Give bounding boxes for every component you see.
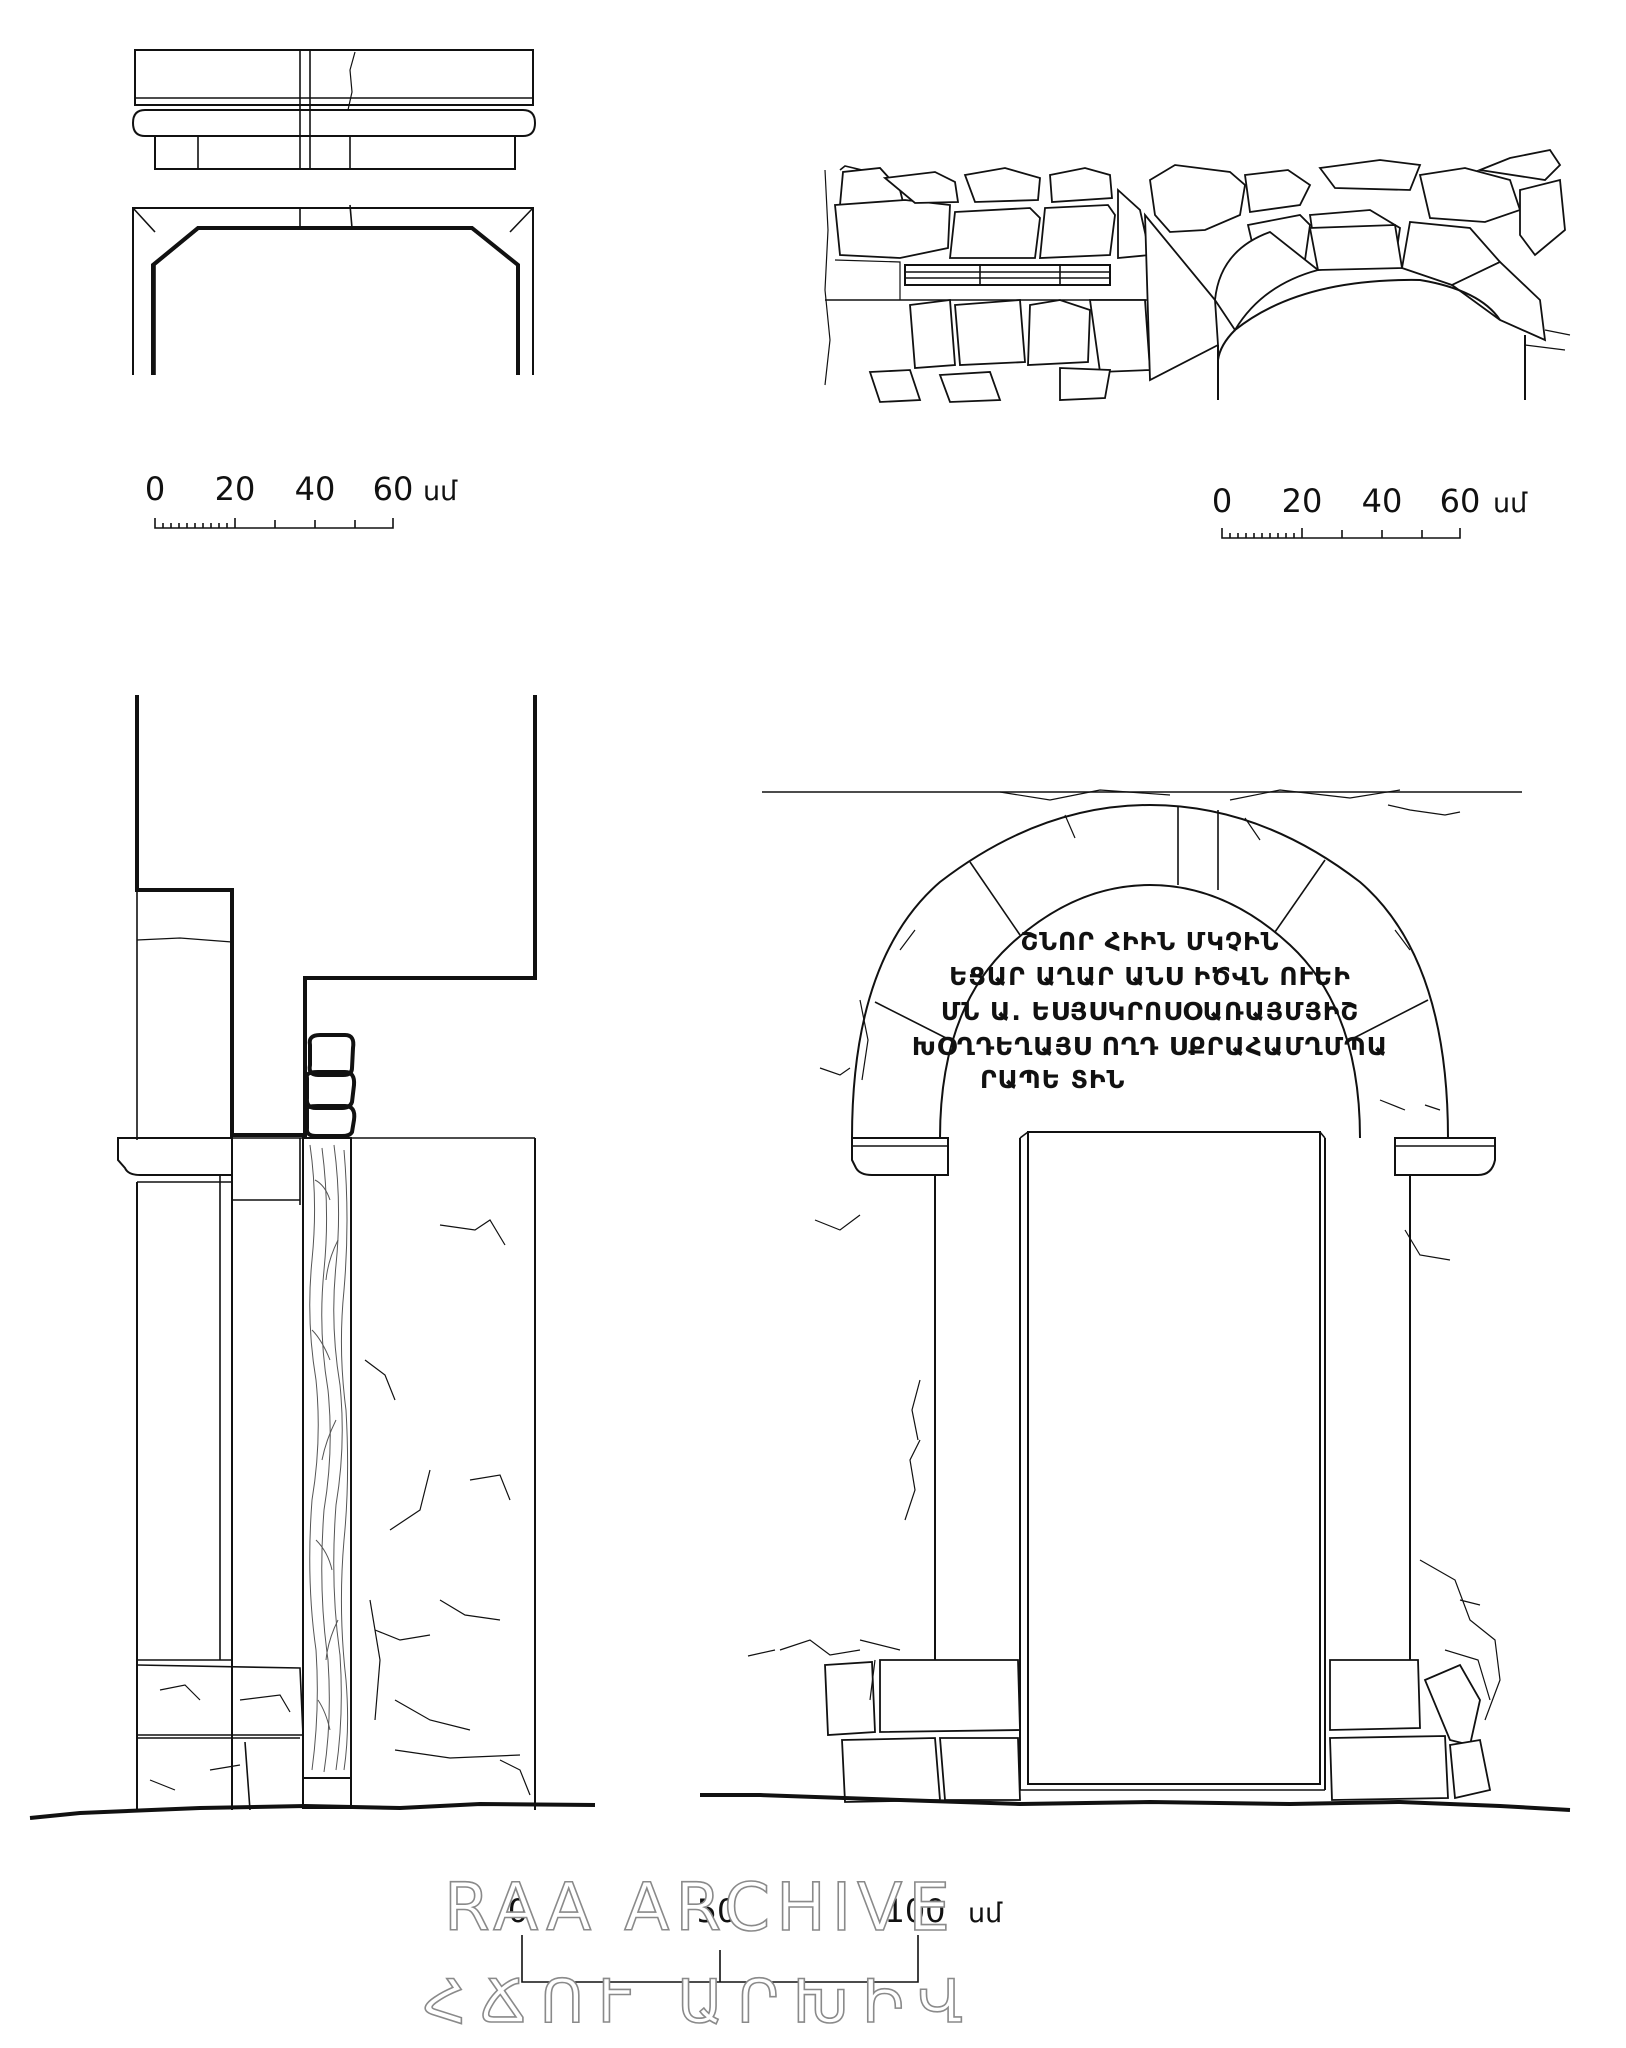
scale-tick-label: 20 (215, 470, 256, 508)
ground-line-right (700, 1793, 1571, 1812)
rubble-stone (1519, 178, 1566, 257)
jamb-profile-thick (151, 226, 520, 375)
scale-tick-label: 50 (697, 1892, 738, 1930)
inscription-line: ՐԱՊԵ ՏԻՆ (980, 1065, 1125, 1094)
rubble-stone (1418, 167, 1522, 223)
scale-tick-label: 40 (295, 470, 336, 508)
arch-voussoir (1308, 224, 1404, 271)
rubble-stone (1149, 164, 1246, 233)
capital-torus (131, 109, 537, 137)
ground-line-left (29, 1801, 596, 1820)
base-stone (879, 1659, 1021, 1733)
inscription-line: ՇՆՈՐ ՀԻԻՆ ՄԿՉԻՆ (1020, 927, 1279, 956)
rubble-stone (1476, 148, 1562, 181)
base-stone (841, 1737, 941, 1803)
scale-bar-top-right: 0 20 40 60 սմ (1212, 482, 1528, 539)
arch-springer-wedge (1144, 212, 1219, 382)
rubble-stone (954, 299, 1026, 366)
base-stone (824, 1661, 876, 1736)
scale-tick-label: 20 (1282, 482, 1323, 520)
rubble-stone (1318, 159, 1422, 191)
arch-intrados-elevation (939, 883, 1361, 1139)
arch-voussoir (1400, 221, 1502, 286)
scale-tick-label: 60 (373, 470, 414, 508)
archive-watermark: RAA ARCHIVE ՀՃՈՒ ԱՐԽԻՎ (422, 1868, 977, 2038)
door-sill-block (302, 1777, 352, 1809)
scale-unit-label: սմ (423, 476, 458, 507)
inscription-line: ԵՑԱՐ ԱՂԱՐ ԱՆՍ ԻԾՎՆ ՈՒԵԻ (949, 962, 1351, 991)
base-stone (1329, 1659, 1421, 1731)
rubble-stone (1049, 167, 1113, 203)
rubble-stone (304, 1070, 357, 1110)
inscription-line: ԽՕՂԴԵՂԱՅՍ ՈՂԴ ՍՔՐԱՀԱՄՂՄՊԱ (912, 1032, 1388, 1061)
scale-tick-label: 60 (1440, 482, 1481, 520)
scale-tick-label: 0 (145, 470, 165, 508)
watermark-line-latin: RAA ARCHIVE (444, 1869, 956, 1946)
impost-band (117, 1137, 233, 1176)
rubble-stone (1039, 204, 1116, 259)
scale-bar-bottom: 0 50 100 սմ (508, 1892, 1003, 1983)
rubble-stone (834, 199, 951, 259)
tympanum-inscription: ՇՆՈՐ ՀԻԻՆ ՄԿՉԻՆ ԵՑԱՐ ԱՂԱՐ ԱՆՍ ԻԾՎՆ ՈՒԵԻ … (912, 927, 1388, 1094)
rubble-stone (307, 1033, 356, 1077)
impost-left (851, 1137, 949, 1176)
scale-bar-top-left: 0 20 40 60 սմ (145, 470, 458, 529)
base-stone (1329, 1735, 1449, 1801)
rubble-stone (1088, 299, 1151, 373)
rubble-stone (909, 298, 956, 369)
wall-section-outline (135, 695, 537, 1137)
doorway-elevation-drawing: ՇՆՈՐ ՀԻԻՆ ՄԿՉԻՆ ԵՑԱՐ ԱՂԱՐ ԱՆՍ ԻԾՎՆ ՈՒԵԻ … (700, 789, 1571, 1812)
rubble-stone (868, 369, 922, 403)
wall-string-course (904, 264, 1111, 286)
capital-lower-block (154, 135, 516, 170)
rubble-stone (1243, 169, 1312, 214)
scale-tick-label: 40 (1362, 482, 1403, 520)
door-opening (1027, 1131, 1321, 1785)
base-stone (939, 1737, 1021, 1801)
base-stone (1449, 1738, 1492, 1800)
capital-top-slab (134, 49, 534, 106)
rubble-stone (304, 1104, 357, 1138)
watermark-line-armenian: ՀՃՈՒ ԱՐԽԻՎ (423, 1967, 977, 2037)
doorway-section-drawing (29, 695, 596, 1820)
rubble-stone (882, 171, 960, 204)
rubble-stone (938, 371, 1002, 403)
wood-grain (309, 1144, 349, 1773)
wooden-door-leaf (302, 1137, 352, 1779)
jamb-plan-outline (132, 207, 534, 375)
inscription-line: ՄՆ Ա. ԵՍՅՍԿՐՈՍՕԱՌԱՅՄՅԻՇ (941, 997, 1359, 1026)
rubble-stone (948, 207, 1041, 259)
base-stone (1423, 1663, 1481, 1747)
rubble-stone (1027, 299, 1091, 366)
arch-intrados (1217, 278, 1501, 361)
scale-tick-label: 0 (508, 1892, 528, 1930)
scale-tick-label: 0 (1212, 482, 1232, 520)
capital-section-drawing (131, 49, 537, 375)
scale-unit-label: սմ (1493, 488, 1528, 519)
rubble-stone (1059, 367, 1112, 401)
arch-voussoir (1450, 260, 1547, 342)
rubble-stone (963, 167, 1041, 203)
impost-right (1394, 1137, 1496, 1176)
wall-arch-plan-drawing (824, 148, 1571, 403)
scale-tick-label: 100 (884, 1892, 945, 1930)
scale-unit-label: սմ (968, 1898, 1003, 1929)
arch-extrados (851, 803, 1449, 1139)
